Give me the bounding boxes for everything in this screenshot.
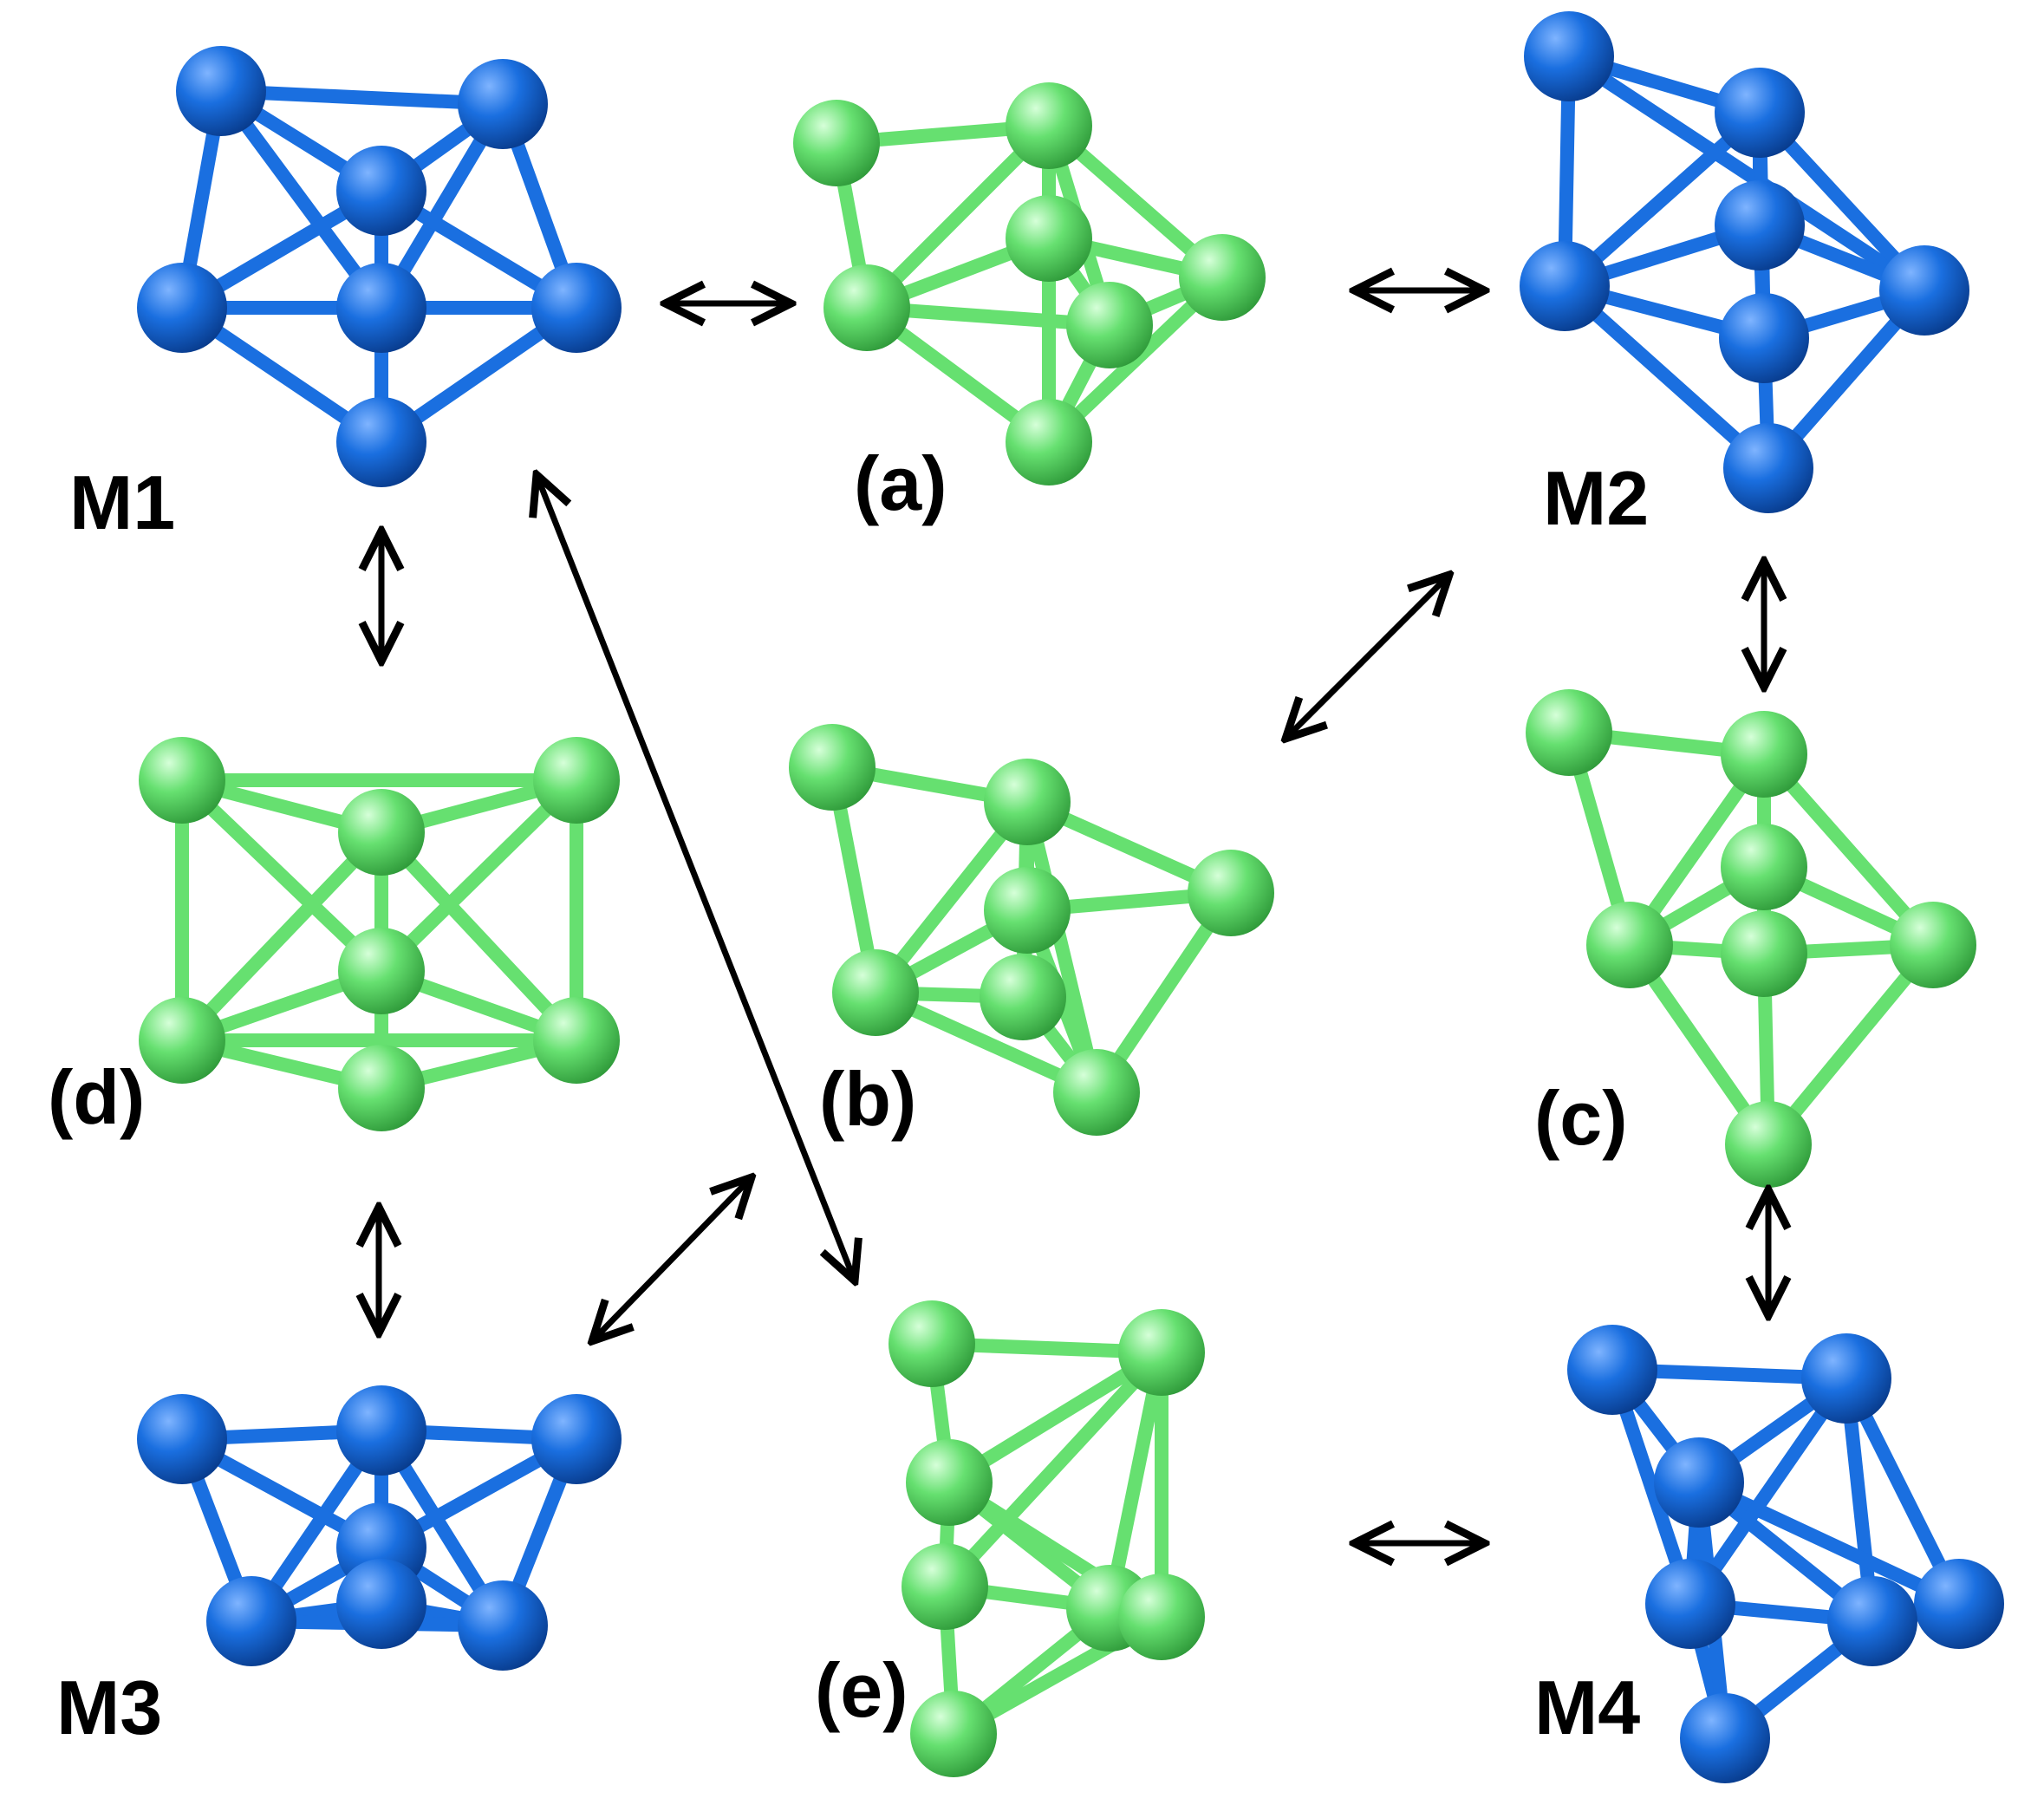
atom-e-1	[1118, 1309, 1205, 1396]
atom-m4-6	[1680, 1693, 1770, 1783]
atom-m1-5	[531, 263, 622, 353]
atom-m4-1	[1801, 1333, 1891, 1424]
atom-a-0	[793, 100, 880, 186]
atom-c-2	[1721, 824, 1807, 910]
atom-m4-5	[1827, 1576, 1917, 1666]
atom-m1-6	[336, 397, 426, 487]
atom-m3-6	[458, 1580, 548, 1671]
arrow-m3-b	[594, 1179, 750, 1339]
atom-c-3	[1586, 902, 1673, 988]
arrow-m1-e	[537, 477, 854, 1279]
cluster-m3	[137, 1385, 622, 1671]
cluster-m1	[137, 46, 622, 487]
atom-m2-4	[1520, 241, 1610, 331]
atom-m2-3	[1879, 245, 1969, 336]
atom-m3-0	[137, 1394, 227, 1484]
atom-d-3	[338, 928, 425, 1014]
atom-a-2	[1006, 195, 1092, 282]
atom-m1-3	[137, 263, 227, 353]
atom-b-0	[789, 724, 876, 811]
atom-a-6	[1006, 399, 1092, 485]
atom-b-4	[832, 949, 919, 1036]
atom-a-4	[823, 264, 910, 351]
cluster-m2	[1520, 11, 1969, 513]
bond-m4-6	[1692, 1476, 1966, 1611]
atom-m4-3	[1914, 1559, 2004, 1649]
atom-m3-1	[336, 1385, 426, 1476]
atom-c-5	[1890, 902, 1976, 988]
atom-e-2	[906, 1439, 993, 1526]
atom-m4-2	[1654, 1437, 1744, 1528]
bond-e-4	[1103, 1346, 1168, 1615]
atom-m2-6	[1723, 423, 1813, 513]
atom-b-6	[1053, 1049, 1140, 1136]
atom-b-1	[984, 759, 1071, 845]
atom-m2-0	[1524, 11, 1614, 101]
atom-a-1	[1006, 82, 1092, 169]
atom-e-6	[910, 1691, 997, 1777]
atom-m3-5	[336, 1559, 426, 1649]
atom-b-2	[984, 867, 1071, 954]
cluster-a	[793, 82, 1266, 485]
cluster-c	[1526, 689, 1976, 1188]
label-e: (e)	[815, 1647, 908, 1733]
bond-m2-13	[1558, 279, 1775, 475]
atom-d-6	[338, 1045, 425, 1131]
label-b: (b)	[819, 1056, 916, 1142]
atom-d-2	[338, 789, 425, 876]
atom-e-0	[889, 1300, 975, 1387]
atom-c-1	[1721, 711, 1807, 798]
atom-m4-0	[1567, 1325, 1657, 1415]
bond-m1-0	[214, 84, 510, 111]
atom-m1-1	[458, 59, 548, 149]
atom-m2-5	[1719, 293, 1809, 383]
atom-m3-4	[206, 1576, 296, 1666]
atom-c-0	[1526, 689, 1612, 776]
atom-c-6	[1725, 1101, 1812, 1188]
label-a: (a)	[854, 440, 947, 526]
atom-m2-2	[1715, 180, 1805, 270]
label-m4: M4	[1534, 1665, 1640, 1750]
bond-m2-1	[1562, 49, 1931, 297]
atom-d-5	[533, 997, 620, 1084]
atom-d-1	[533, 737, 620, 824]
label-d: (d)	[48, 1054, 145, 1140]
atom-c-4	[1721, 910, 1807, 997]
cluster-e	[889, 1300, 1205, 1777]
atom-d-0	[139, 737, 225, 824]
atom-m2-1	[1715, 68, 1805, 158]
atom-m1-2	[336, 146, 426, 236]
cluster-m4	[1567, 1325, 2004, 1783]
atom-b-5	[980, 954, 1066, 1040]
atom-m1-0	[176, 46, 266, 136]
atom-b-3	[1188, 850, 1274, 936]
atom-a-5	[1066, 282, 1153, 368]
atom-m3-2	[531, 1394, 622, 1484]
label-m3: M3	[56, 1665, 162, 1750]
label-c: (c)	[1534, 1075, 1628, 1161]
atom-e-3	[902, 1543, 988, 1630]
arrow-m2-b	[1287, 577, 1448, 737]
bond-d-5	[175, 773, 388, 978]
label-m1: M1	[69, 459, 175, 545]
bond-m4-14	[1683, 1372, 1853, 1611]
label-m2: M2	[1543, 455, 1649, 541]
bond-e-3	[938, 1346, 1168, 1593]
atom-a-3	[1179, 234, 1266, 321]
cluster-d	[139, 737, 620, 1131]
bond-d-7	[175, 825, 388, 1047]
atom-m1-4	[336, 263, 426, 353]
atom-m4-4	[1645, 1559, 1735, 1649]
atom-e-5	[1118, 1574, 1205, 1660]
atom-d-4	[139, 997, 225, 1084]
